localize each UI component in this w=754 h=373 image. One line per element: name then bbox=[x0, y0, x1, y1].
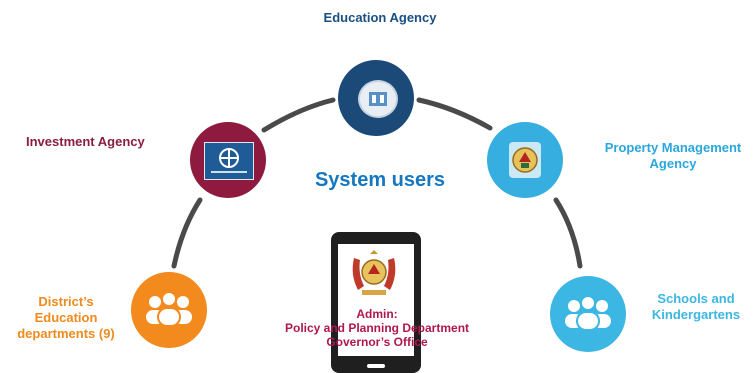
district-education-node bbox=[131, 272, 207, 348]
agency-logo-icon bbox=[358, 80, 398, 118]
property-management-label-line1: Property Management bbox=[604, 140, 742, 155]
connector-prop-sch bbox=[553, 197, 583, 269]
connector-inv-edu bbox=[261, 97, 336, 133]
admin-label-line2: Policy and Planning Department bbox=[284, 321, 470, 335]
district-education-label-line1: District’s bbox=[38, 294, 94, 309]
connector-edu-prop bbox=[416, 97, 493, 131]
education-agency-node bbox=[338, 60, 414, 136]
property-management-label-line2: Agency bbox=[649, 156, 697, 171]
users-group-icon bbox=[565, 295, 611, 331]
property-management-label: Property Management Agency bbox=[588, 140, 754, 172]
investment-agency-label: Investment Agency bbox=[26, 134, 145, 149]
property-management-node bbox=[487, 122, 563, 198]
admin-label: Admin: Policy and Planning Department Go… bbox=[263, 307, 491, 349]
district-education-label: District’s Education departments (9) bbox=[0, 294, 132, 342]
phone-home-button bbox=[367, 364, 385, 368]
coat-of-arms-icon bbox=[352, 250, 396, 295]
schools-label-line2: Kindergartens bbox=[651, 307, 741, 322]
connector-inv-dist bbox=[171, 197, 203, 269]
agency-logo-icon bbox=[204, 142, 254, 180]
admin-label-line3: Governor’s Office bbox=[326, 335, 428, 349]
users-group-icon bbox=[146, 291, 192, 327]
schools-node bbox=[550, 276, 626, 352]
schools-label: Schools and Kindergartens bbox=[640, 291, 752, 323]
emblem-icon bbox=[509, 142, 541, 178]
education-agency-label: Education Agency bbox=[323, 10, 437, 25]
admin-label-line1: Admin: bbox=[356, 307, 398, 321]
center-title: System users bbox=[314, 169, 446, 191]
admin-phone bbox=[331, 232, 421, 373]
district-education-label-line3: departments (9) bbox=[17, 326, 115, 341]
investment-agency-node bbox=[190, 122, 266, 198]
schools-label-line1: Schools and bbox=[657, 291, 735, 306]
district-education-label-line2: Education bbox=[34, 310, 98, 325]
